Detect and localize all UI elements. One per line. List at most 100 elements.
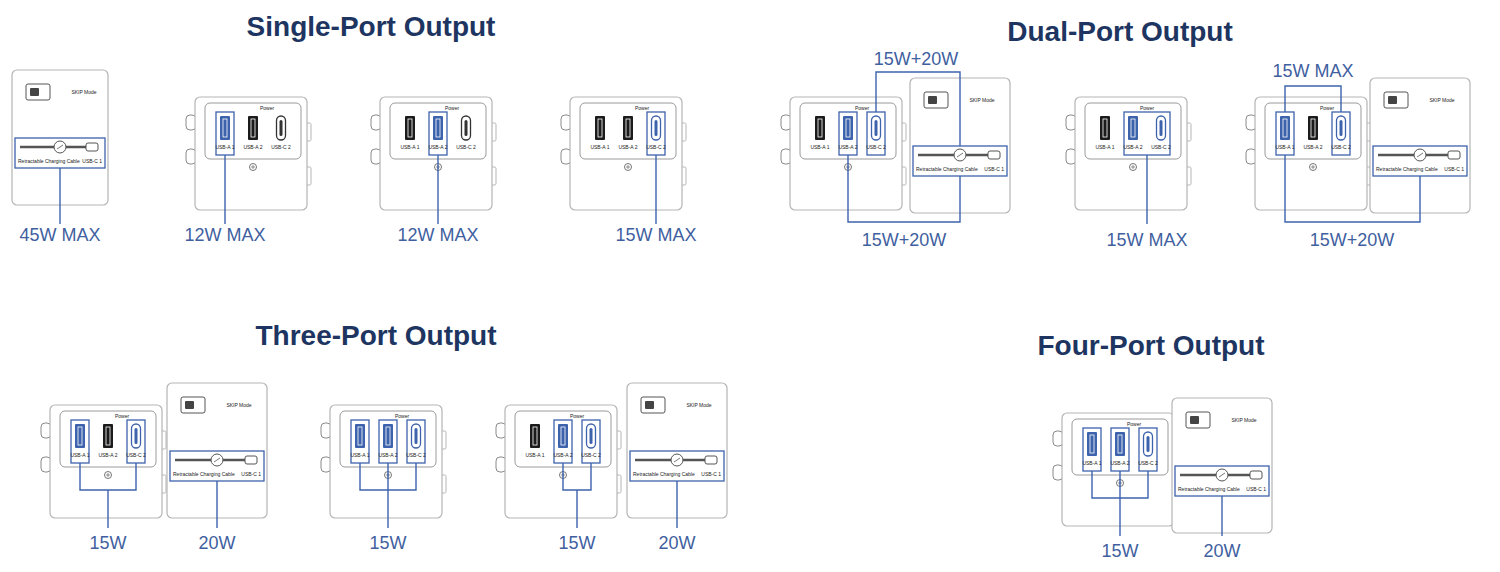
adapter-body — [1255, 97, 1367, 210]
usb-a-tongue — [1131, 119, 1135, 137]
port-label: USB-C 2 — [456, 145, 476, 150]
cable-reel — [54, 141, 66, 153]
usb-a-tongue — [408, 119, 412, 137]
usb-c-tongue — [1340, 120, 1343, 136]
port-highlight — [379, 420, 397, 463]
indicator-button — [1310, 164, 1317, 171]
port-highlight — [216, 112, 234, 155]
port-panel — [340, 411, 436, 467]
usb-a-tongue — [78, 427, 82, 445]
cable-label: Retractable Charging Cable — [633, 472, 695, 477]
indicator-button — [625, 164, 632, 171]
cable-reel — [1216, 469, 1228, 481]
switch-knob — [1190, 416, 1199, 424]
port-highlight — [1139, 428, 1157, 471]
port-label: USB-A 1 — [70, 453, 89, 458]
mode-label: SKIP Mode — [686, 403, 711, 408]
bracket-line — [876, 72, 960, 146]
port-label: USB-C 1 — [701, 472, 721, 477]
port-highlight — [1332, 112, 1350, 155]
port-highlight — [429, 112, 447, 155]
reel-mark — [957, 153, 963, 157]
cable-label: Retractable Charging Cable — [18, 159, 80, 164]
usb-a-port — [595, 116, 605, 140]
port-label: USB-A 2 — [838, 145, 857, 150]
usb-a-port — [103, 424, 113, 448]
adapter-body — [570, 97, 682, 210]
cable-highlight — [170, 451, 264, 481]
cable-highlight — [913, 146, 1007, 176]
power-value: 15W+20W — [874, 50, 959, 68]
usb-c-tongue — [415, 428, 418, 444]
adapter-body — [380, 97, 492, 210]
usb-c-port — [132, 424, 141, 448]
port-label: USB-C 2 — [1138, 461, 1158, 466]
mode-switch — [924, 92, 948, 108]
port-panel — [1085, 103, 1181, 159]
port-label: USB-A 1 — [1275, 145, 1294, 150]
port-label: USB-C 1 — [1246, 487, 1266, 492]
cable-reel — [1414, 149, 1426, 161]
port-label: USB-A 1 — [350, 453, 369, 458]
usb-a-tongue — [251, 119, 255, 137]
bracket-line — [1285, 86, 1341, 112]
bracket-line — [848, 155, 960, 222]
usb-c-tongue — [465, 120, 468, 136]
cable-reel — [954, 149, 966, 161]
usb-c-port — [462, 116, 471, 140]
adapter-body — [505, 405, 617, 518]
port-highlight — [1276, 112, 1294, 155]
usb-a-tongue — [1103, 119, 1107, 137]
power-value: 12W MAX — [184, 226, 265, 244]
power-label: Power — [115, 414, 129, 419]
reel-mark — [674, 458, 680, 462]
port-panel — [1265, 103, 1361, 159]
adapter-body — [790, 97, 902, 210]
mode-label: SKIP Mode — [226, 403, 251, 408]
adapter-body — [330, 405, 442, 518]
usb-a-port — [1100, 116, 1110, 140]
retractable-cable — [1180, 474, 1250, 477]
adapter-body — [1075, 97, 1187, 210]
usb-a-tongue — [561, 427, 565, 445]
leader-line — [437, 155, 438, 224]
usb-a-tongue — [818, 119, 822, 137]
usb-c-tongue — [1160, 120, 1163, 136]
usb-c-port — [1337, 116, 1346, 140]
indicator-button — [1130, 164, 1137, 171]
cable-label: Retractable Charging Cable — [173, 472, 235, 477]
usb-a-tongue — [626, 119, 630, 137]
port-label: USB-A 2 — [1123, 145, 1142, 150]
power-value: 15W — [89, 534, 126, 552]
power-value: 20W — [1203, 542, 1240, 560]
port-panel — [1072, 419, 1168, 475]
usb-a-port — [530, 424, 540, 448]
port-highlight — [351, 420, 369, 463]
power-value: 15W+20W — [862, 231, 947, 249]
port-label: USB-A 1 — [525, 453, 544, 458]
usb-a-tongue — [533, 427, 537, 445]
usb-c-plug — [245, 456, 257, 464]
bracket-line — [1092, 471, 1148, 536]
port-label: USB-A 2 — [243, 145, 262, 150]
port-highlight — [554, 420, 572, 463]
power-label: Power — [445, 106, 459, 111]
power-value: 12W MAX — [397, 226, 478, 244]
section-heading: Four-Port Output — [1037, 332, 1264, 360]
power-label: Power — [635, 106, 649, 111]
power-label: Power — [260, 106, 274, 111]
port-label: USB-C 2 — [581, 453, 601, 458]
port-label: USB-A 2 — [428, 145, 447, 150]
usb-c-tongue — [655, 120, 658, 136]
usb-a-port — [405, 116, 415, 140]
section-heading: Three-Port Output — [255, 322, 496, 350]
bracket-line — [563, 463, 591, 528]
retractable-cable — [20, 146, 86, 149]
usb-a-port — [1087, 432, 1097, 456]
port-highlight — [582, 420, 600, 463]
bracket-line — [80, 463, 136, 528]
power-label: Power — [1127, 422, 1141, 427]
retractable-cable — [1378, 154, 1448, 157]
